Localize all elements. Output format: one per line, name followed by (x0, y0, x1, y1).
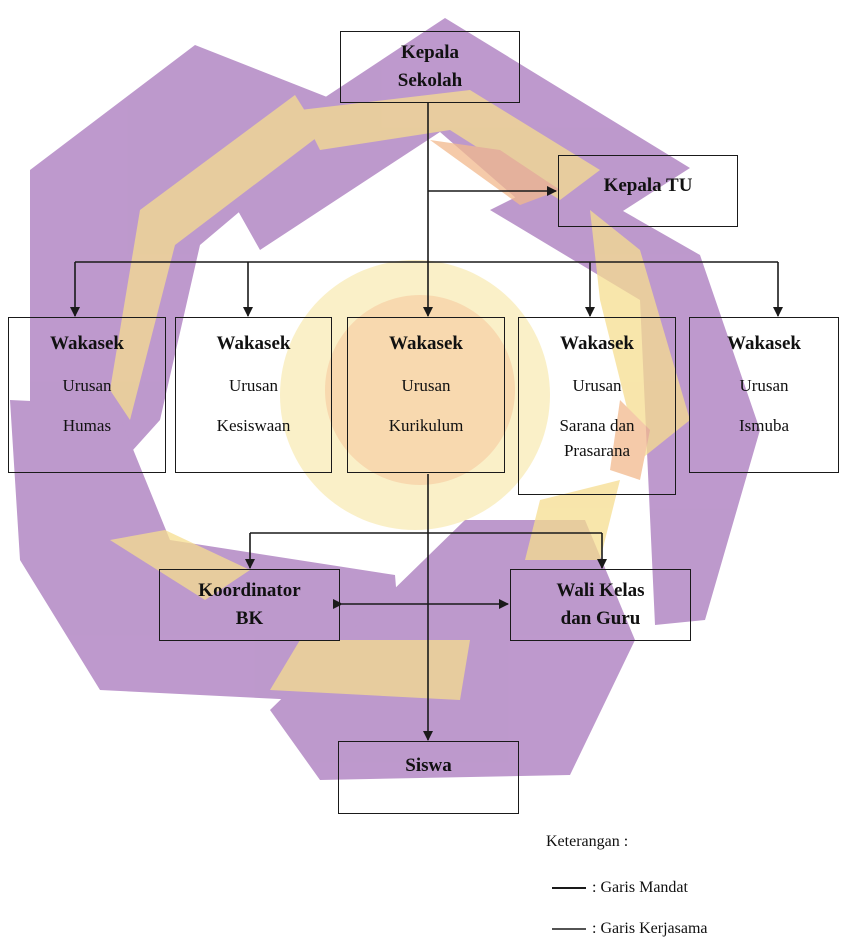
legend: Keterangan : : Garis Mandat : Garis Kerj… (546, 826, 836, 941)
legend-cooperation-label: : Garis Kerjasama (592, 920, 708, 937)
wakasek-kesiswaan-title: Wakasek (216, 333, 291, 354)
watermark-yellow-bands (110, 90, 690, 700)
node-siswa: Siswa (338, 741, 519, 814)
koordinator-bk-line1: Koordinator (198, 580, 301, 601)
wakasek-ismuba-line2: Ismuba (738, 416, 790, 435)
wali-kelas-line2: dan Guru (560, 608, 641, 629)
wakasek-humas-title: Wakasek (50, 333, 124, 354)
node-wakasek-kesiswaan: Wakasek Urusan Kesiswaan (175, 317, 332, 473)
wakasek-sarana-line2: Sarana dan (559, 416, 635, 435)
wakasek-ismuba-line1: Urusan (739, 376, 789, 395)
legend-mandate-label: : Garis Mandat (592, 879, 688, 896)
node-kepala-tu: Kepala TU (558, 155, 738, 227)
node-wakasek-kurikulum: Wakasek Urusan Kurikulum (347, 317, 505, 473)
wakasek-ismuba-title: Wakasek (727, 333, 801, 354)
wakasek-sarana-title: Wakasek (560, 333, 634, 354)
wakasek-sarana-line3: Prasarana (563, 441, 631, 460)
kepala-sekolah-line1: Kepala (400, 42, 460, 63)
node-wali-kelas: Wali Kelas dan Guru (510, 569, 691, 641)
wakasek-kurikulum-line2: Kurikulum (388, 416, 464, 435)
node-kepala-sekolah: Kepala Sekolah (340, 31, 520, 103)
wakasek-humas-line1: Urusan (62, 376, 112, 395)
node-wakasek-sarana: Wakasek Urusan Sarana dan Prasarana (518, 317, 676, 495)
wakasek-kurikulum-title: Wakasek (389, 333, 463, 354)
node-koordinator-bk: Koordinator BK (159, 569, 340, 641)
wakasek-kurikulum-line1: Urusan (401, 376, 451, 395)
kepala-sekolah-line2: Sekolah (397, 70, 463, 91)
watermark-center-core (325, 295, 515, 485)
node-wakasek-humas: Wakasek Urusan Humas (8, 317, 166, 473)
wakasek-humas-line2: Humas (62, 416, 112, 435)
wali-kelas-line1: Wali Kelas (556, 580, 645, 601)
siswa-label: Siswa (405, 755, 452, 776)
legend-title: Keterangan : (546, 833, 629, 850)
node-wakasek-ismuba: Wakasek Urusan Ismuba (689, 317, 839, 473)
wakasek-kesiswaan-line1: Urusan (228, 376, 279, 395)
wakasek-kesiswaan-line2: Kesiswaan (216, 416, 291, 435)
wakasek-sarana-line1: Urusan (572, 376, 622, 395)
kepala-tu-label: Kepala TU (603, 175, 693, 196)
koordinator-bk-line2: BK (235, 608, 264, 629)
